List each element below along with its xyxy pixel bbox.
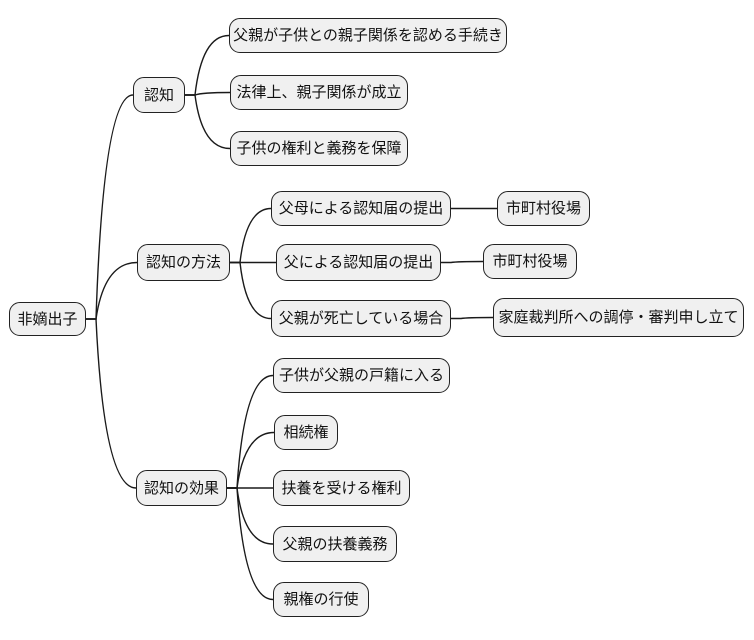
mindmap-edge bbox=[86, 261, 138, 320]
mindmap-node: 相続権 bbox=[274, 415, 338, 450]
mindmap-node: 父親が死亡している場合 bbox=[271, 300, 451, 337]
mindmap-node: 父による認知届の提出 bbox=[276, 244, 441, 281]
mindmap-node: 扶養を受ける権利 bbox=[273, 470, 410, 506]
mindmap-edge bbox=[227, 487, 274, 601]
mindmap-edge bbox=[86, 94, 134, 320]
mindmap-node: 子供が父親の戸籍に入る bbox=[273, 358, 450, 393]
mindmap-edge bbox=[227, 431, 275, 489]
mindmap-node: 市町村役場 bbox=[483, 244, 577, 279]
mindmap-node: 親権の行使 bbox=[273, 582, 369, 617]
mindmap-edge bbox=[185, 94, 231, 150]
mindmap-edge bbox=[230, 261, 272, 320]
mindmap-node: 市町村役場 bbox=[497, 191, 590, 226]
mindmap-edge bbox=[230, 207, 272, 264]
mindmap-root-node: 非嫡出子 bbox=[9, 302, 86, 336]
mindmap-node: 父母による認知届の提出 bbox=[271, 191, 451, 226]
mindmap-node: 父親が子供との親子関係を認める手続き bbox=[229, 18, 507, 53]
mindmap-node: 父親の扶養義務 bbox=[273, 526, 397, 562]
mindmap-node: 認知 bbox=[133, 77, 185, 113]
mindmap-node: 認知の効果 bbox=[136, 470, 227, 506]
mindmap-edge bbox=[441, 260, 484, 264]
mindmap-edge bbox=[451, 316, 494, 320]
mindmap-node: 子供の権利と義務を保障 bbox=[230, 131, 408, 166]
mindmap-edge bbox=[227, 487, 274, 545]
mindmap-node: 家庭裁判所への調停・審判申し立て bbox=[493, 298, 744, 337]
mindmap-edge bbox=[86, 318, 137, 489]
mindmap-node: 認知の方法 bbox=[137, 244, 230, 281]
mindmap-node: 法律上、親子関係が成立 bbox=[230, 75, 408, 110]
mindmap-edge bbox=[227, 374, 274, 489]
mindmap-edge bbox=[185, 34, 230, 96]
